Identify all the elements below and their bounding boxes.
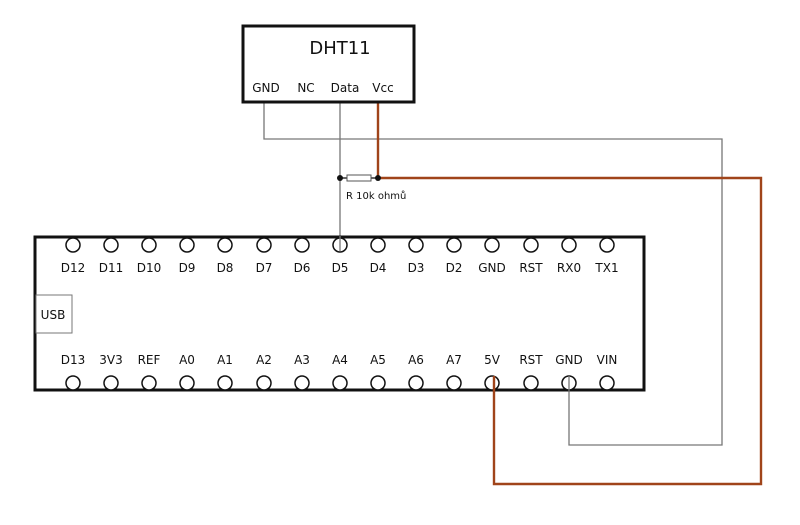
- pin-label: A7: [446, 353, 462, 367]
- pin-3v3-bottom[interactable]: [103, 375, 119, 391]
- pin-a7-bottom[interactable]: [446, 375, 462, 391]
- pin-a2-bottom[interactable]: [256, 375, 272, 391]
- pin-label: 3V3: [99, 353, 122, 367]
- pin-label: A4: [332, 353, 348, 367]
- pin-d10-top[interactable]: [141, 237, 157, 253]
- wire-vcc: [376, 102, 763, 486]
- pin-label: D10: [137, 261, 162, 275]
- sensor-pin-label: Vcc: [372, 81, 393, 95]
- pin-5v-bottom[interactable]: [484, 375, 500, 391]
- pin-a0-bottom[interactable]: [179, 375, 195, 391]
- pin-gnd-top[interactable]: [484, 237, 500, 253]
- pin-a4-bottom[interactable]: [332, 375, 348, 391]
- pin-d2-top[interactable]: [446, 237, 462, 253]
- pin-label: D8: [217, 261, 234, 275]
- pin-a6-bottom[interactable]: [408, 375, 424, 391]
- pin-label: D6: [294, 261, 311, 275]
- pin-rx0-top[interactable]: [561, 237, 577, 253]
- pin-label: RST: [519, 261, 543, 275]
- sensor-pin-label: Data: [331, 81, 360, 95]
- pin-label: D4: [370, 261, 387, 275]
- pin-a5-bottom[interactable]: [370, 375, 386, 391]
- pin-label: GND: [478, 261, 506, 275]
- pin-label: D9: [179, 261, 196, 275]
- pin-label: D12: [61, 261, 86, 275]
- pin-d4-top[interactable]: [370, 237, 386, 253]
- pin-label: A1: [217, 353, 233, 367]
- pin-rst-bottom[interactable]: [523, 375, 539, 391]
- pin-d3-top[interactable]: [408, 237, 424, 253]
- pin-label: A6: [408, 353, 424, 367]
- pin-label: A3: [294, 353, 310, 367]
- pin-ref-bottom[interactable]: [141, 375, 157, 391]
- pin-a3-bottom[interactable]: [294, 375, 310, 391]
- pin-d7-top[interactable]: [256, 237, 272, 253]
- pin-label: VIN: [597, 353, 618, 367]
- pin-label: D13: [61, 353, 86, 367]
- pin-d8-top[interactable]: [217, 237, 233, 253]
- pin-tx1-top[interactable]: [599, 237, 615, 253]
- pin-label: 5V: [484, 353, 501, 367]
- pin-label: REF: [138, 353, 161, 367]
- microcontroller-board: [33, 235, 646, 392]
- pin-label: D7: [256, 261, 273, 275]
- resistor: [346, 174, 372, 182]
- pin-label: RST: [519, 353, 543, 367]
- dht11-sensor: [241, 24, 416, 104]
- sensor-pin-label: NC: [297, 81, 314, 95]
- pin-label: TX1: [594, 261, 618, 275]
- pin-label: A2: [256, 353, 272, 367]
- pin-vin-bottom[interactable]: [599, 375, 615, 391]
- pin-d13-bottom[interactable]: [65, 375, 81, 391]
- resistor-label: R 10k ohmů: [346, 190, 406, 202]
- usb-port: [35, 294, 73, 334]
- pin-label: A0: [179, 353, 195, 367]
- wire-gnd: [263, 102, 723, 446]
- usb-label: USB: [41, 308, 66, 322]
- pin-label: A5: [370, 353, 386, 367]
- pin-d12-top[interactable]: [65, 237, 81, 253]
- pin-label: D2: [446, 261, 463, 275]
- pin-d11-top[interactable]: [103, 237, 119, 253]
- pin-label: GND: [555, 353, 583, 367]
- pin-d9-top[interactable]: [179, 237, 195, 253]
- pin-label: D11: [99, 261, 124, 275]
- junction-dot-data: [337, 175, 343, 181]
- pin-label: D3: [408, 261, 425, 275]
- sensor-pin-label: GND: [252, 81, 280, 95]
- sensor-title: DHT11: [309, 38, 370, 59]
- pin-label: D5: [332, 261, 349, 275]
- junction-dot-vcc: [375, 175, 381, 181]
- pin-rst-top[interactable]: [523, 237, 539, 253]
- pin-d6-top[interactable]: [294, 237, 310, 253]
- pin-a1-bottom[interactable]: [217, 375, 233, 391]
- pin-label: RX0: [557, 261, 581, 275]
